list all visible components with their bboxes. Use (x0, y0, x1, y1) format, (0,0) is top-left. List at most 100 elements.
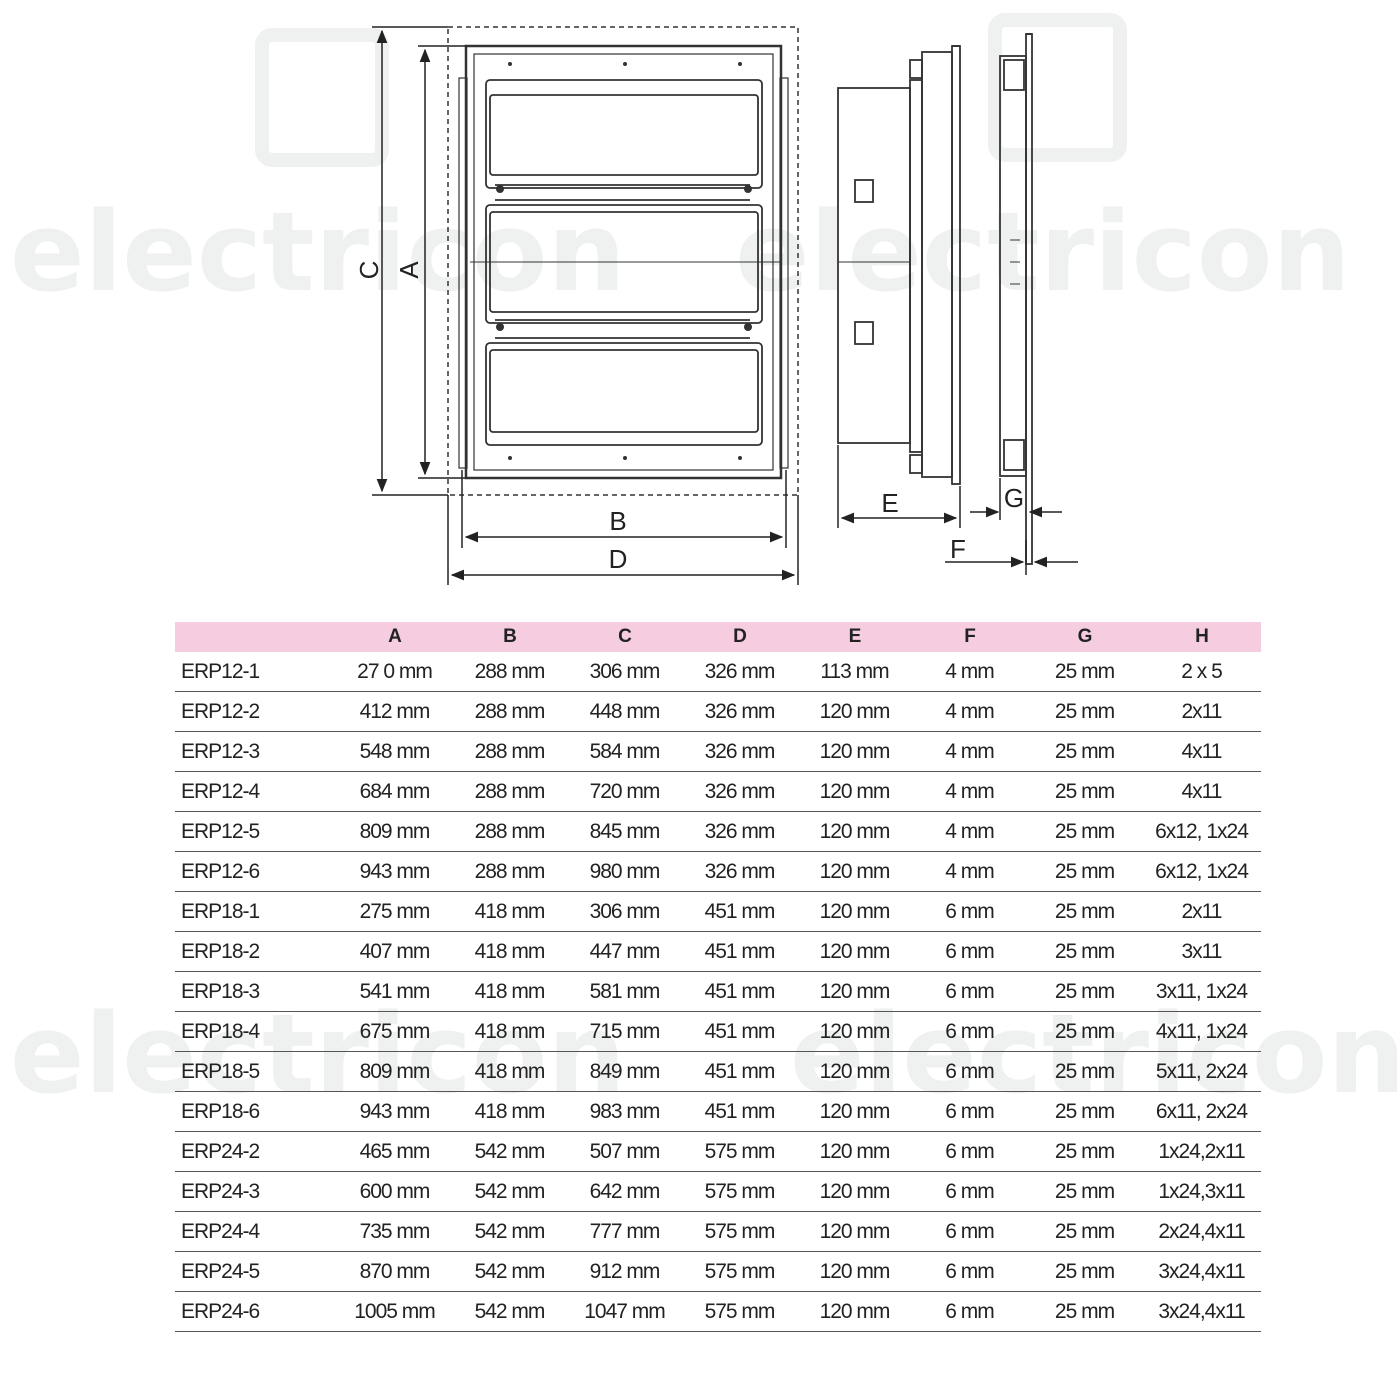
value-cell-f: 6 mm (912, 931, 1027, 972)
model-cell: ERP18-2 (175, 931, 337, 972)
value-cell-b: 418 mm (452, 1011, 567, 1052)
column-header-e: E (797, 622, 912, 652)
dimension-g-label: G (1004, 483, 1024, 513)
value-cell-h: 4x11, 1x24 (1142, 1011, 1261, 1052)
value-cell-h: 3x24,4x11 (1142, 1251, 1261, 1292)
value-cell-a: 809 mm (337, 811, 452, 852)
value-cell-c: 306 mm (567, 652, 682, 692)
value-cell-e: 120 mm (797, 771, 912, 812)
value-cell-g: 25 mm (1027, 1091, 1142, 1132)
model-cell: ERP24-3 (175, 1171, 337, 1212)
dimension-g (970, 478, 1062, 520)
value-cell-f: 4 mm (912, 771, 1027, 812)
value-cell-g: 25 mm (1027, 1251, 1142, 1292)
value-cell-g: 25 mm (1027, 731, 1142, 772)
value-cell-h: 3x11 (1142, 931, 1261, 972)
value-cell-b: 542 mm (452, 1211, 567, 1252)
value-cell-b: 288 mm (452, 652, 567, 692)
dimension-b (461, 470, 787, 548)
value-cell-g: 25 mm (1027, 691, 1142, 732)
value-cell-d: 575 mm (682, 1131, 797, 1172)
value-cell-e: 120 mm (797, 1051, 912, 1092)
value-cell-f: 6 mm (912, 1171, 1027, 1212)
column-header-g: G (1027, 622, 1142, 652)
value-cell-b: 288 mm (452, 691, 567, 732)
value-cell-b: 288 mm (452, 811, 567, 852)
value-cell-e: 120 mm (797, 1171, 912, 1212)
dimension-a-label: A (394, 261, 424, 279)
value-cell-a: 809 mm (337, 1051, 452, 1092)
value-cell-f: 4 mm (912, 731, 1027, 772)
value-cell-b: 288 mm (452, 851, 567, 892)
value-cell-e: 120 mm (797, 1251, 912, 1292)
value-cell-c: 447 mm (567, 931, 682, 972)
value-cell-a: 541 mm (337, 971, 452, 1012)
din-module-row (485, 342, 763, 446)
value-cell-h: 6x11, 2x24 (1142, 1091, 1261, 1132)
model-cell: ERP12-5 (175, 811, 337, 852)
value-cell-e: 120 mm (797, 971, 912, 1012)
model-cell: ERP12-1 (175, 652, 337, 692)
value-cell-h: 5x11, 2x24 (1142, 1051, 1261, 1092)
value-cell-c: 715 mm (567, 1011, 682, 1052)
model-cell: ERP18-1 (175, 891, 337, 932)
side-view (837, 45, 961, 485)
value-cell-g: 25 mm (1027, 851, 1142, 892)
value-cell-g: 25 mm (1027, 1051, 1142, 1092)
value-cell-g: 25 mm (1027, 1211, 1142, 1252)
value-cell-h: 2x24,4x11 (1142, 1211, 1261, 1252)
value-cell-c: 1047 mm (567, 1291, 682, 1332)
value-cell-c: 980 mm (567, 851, 682, 892)
dimension-f (945, 540, 1078, 575)
value-cell-e: 120 mm (797, 811, 912, 852)
value-cell-a: 675 mm (337, 1011, 452, 1052)
value-cell-b: 418 mm (452, 1051, 567, 1092)
value-cell-e: 120 mm (797, 851, 912, 892)
dimension-e-label: E (881, 488, 898, 518)
door-side-view (999, 33, 1033, 565)
value-cell-d: 451 mm (682, 1051, 797, 1092)
model-cell: ERP24-2 (175, 1131, 337, 1172)
front-view (447, 26, 799, 496)
dimension-a (418, 45, 466, 479)
value-cell-b: 418 mm (452, 891, 567, 932)
column-header-h: H (1142, 622, 1261, 652)
value-cell-e: 120 mm (797, 1211, 912, 1252)
value-cell-f: 6 mm (912, 1091, 1027, 1132)
value-cell-f: 4 mm (912, 691, 1027, 732)
column-header-d: D (682, 622, 797, 652)
value-cell-g: 25 mm (1027, 771, 1142, 812)
dimension-b-label: B (609, 506, 626, 536)
value-cell-a: 407 mm (337, 931, 452, 972)
value-cell-g: 25 mm (1027, 1131, 1142, 1172)
value-cell-b: 542 mm (452, 1251, 567, 1292)
dimension-d-label: D (609, 544, 628, 574)
value-cell-a: 27 0 mm (337, 652, 452, 692)
value-cell-b: 288 mm (452, 771, 567, 812)
enclosure-dimension-drawing: electricon electricon (10, 13, 1351, 585)
value-cell-b: 418 mm (452, 931, 567, 972)
value-cell-b: 418 mm (452, 971, 567, 1012)
model-cell: ERP18-6 (175, 1091, 337, 1132)
value-cell-d: 451 mm (682, 1091, 797, 1132)
model-cell: ERP12-3 (175, 731, 337, 772)
value-cell-a: 412 mm (337, 691, 452, 732)
value-cell-a: 870 mm (337, 1251, 452, 1292)
value-cell-e: 120 mm (797, 1091, 912, 1132)
column-header-f: F (912, 622, 1027, 652)
value-cell-a: 735 mm (337, 1211, 452, 1252)
value-cell-f: 6 mm (912, 1251, 1027, 1292)
value-cell-c: 507 mm (567, 1131, 682, 1172)
dimension-d (447, 495, 799, 585)
value-cell-d: 451 mm (682, 891, 797, 932)
value-cell-c: 777 mm (567, 1211, 682, 1252)
